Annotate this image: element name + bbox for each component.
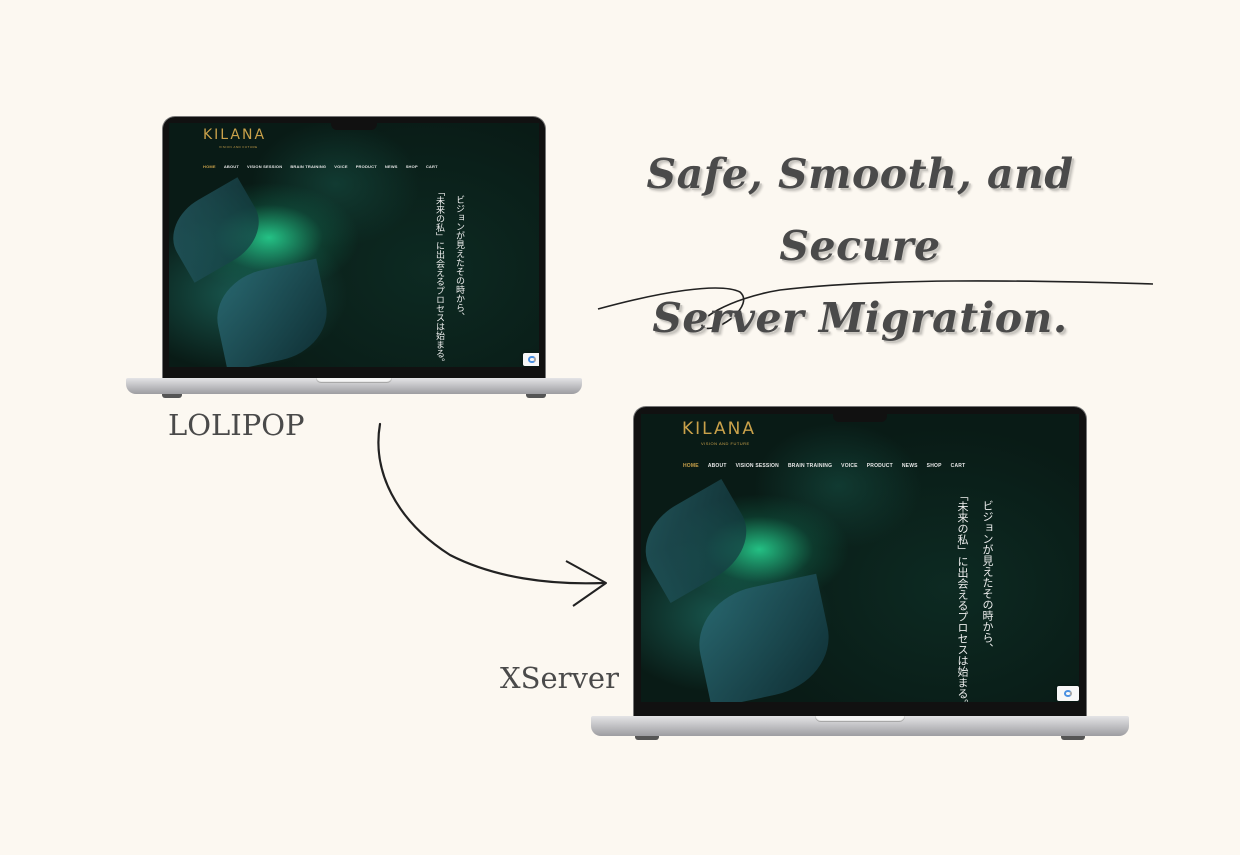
nav-home[interactable]: HOME <box>203 164 216 169</box>
laptop-base <box>591 716 1129 736</box>
camera-notch <box>833 407 887 422</box>
site-logo[interactable]: KILANA <box>682 419 756 439</box>
nav-product[interactable]: PRODUCT <box>355 164 377 169</box>
hero-vertical-text-2: 「未来の私」に出会えるプロセスは始まる。 <box>434 187 444 367</box>
nav-news[interactable]: NEWS <box>384 164 398 169</box>
website-screen: KILANA VISION AND FUTURE HOME ABOUT VISI… <box>641 414 1079 702</box>
hero-vertical-text-1: ビジョンが見えたその時から、 <box>981 500 994 654</box>
headline-line-1: Safe, Smooth, and Secure <box>646 150 1074 270</box>
site-nav: HOME ABOUT VISION SESSION BRAIN TRAINING… <box>203 164 438 169</box>
nav-about[interactable]: ABOUT <box>707 463 727 469</box>
laptop-base <box>126 378 582 394</box>
nav-voice[interactable]: VOICE <box>841 463 858 469</box>
camera-notch <box>331 117 377 130</box>
site-tagline: VISION AND FUTURE <box>219 145 258 149</box>
site-logo[interactable]: KILANA <box>203 127 267 143</box>
leaf-shape <box>208 258 336 367</box>
laptop-lolipop: KILANA VISION AND FUTURE HOME ABOUT VISI… <box>126 117 582 399</box>
nav-shop[interactable]: SHOP <box>405 164 418 169</box>
leaf-shape <box>641 478 763 604</box>
site-tagline: VISION AND FUTURE <box>701 441 750 446</box>
laptop-foot <box>1061 736 1085 740</box>
recaptcha-badge[interactable] <box>1057 686 1079 701</box>
headline: Safe, Smooth, and Secure Server Migratio… <box>560 138 1160 354</box>
nav-brain-training[interactable]: BRAIN TRAINING <box>290 164 327 169</box>
nav-shop[interactable]: SHOP <box>926 463 942 469</box>
website-screen: KILANA VISION AND FUTURE HOME ABOUT VISI… <box>169 123 539 367</box>
lolipop-label: LOLIPOP <box>168 408 305 442</box>
leaf-shape <box>688 573 840 702</box>
nav-cart[interactable]: CART <box>425 164 438 169</box>
laptop-groove <box>316 378 392 383</box>
headline-line-2: Server Migration. <box>652 294 1068 342</box>
nav-vision-session[interactable]: VISION SESSION <box>735 463 779 469</box>
leaf-shape <box>169 177 273 283</box>
nav-cart[interactable]: CART <box>950 463 966 469</box>
nav-news[interactable]: NEWS <box>901 463 918 469</box>
hero-vertical-text-2: 「未来の私」に出会えるプロセスは始まる。 <box>956 490 969 702</box>
nav-vision-session[interactable]: VISION SESSION <box>247 164 283 169</box>
nav-brain-training[interactable]: BRAIN TRAINING <box>787 463 833 469</box>
laptop-foot <box>162 394 182 398</box>
recaptcha-badge[interactable] <box>523 353 539 366</box>
hero-vertical-text-1: ビジョンが見えたその時から、 <box>454 195 464 321</box>
laptop-foot <box>635 736 659 740</box>
xserver-label: XServer <box>500 661 619 695</box>
nav-voice[interactable]: VOICE <box>334 164 348 169</box>
nav-home[interactable]: HOME <box>683 463 699 469</box>
curved-arrow <box>377 422 605 585</box>
laptop-groove <box>815 716 905 722</box>
laptop-foot <box>526 394 546 398</box>
site-nav: HOME ABOUT VISION SESSION BRAIN TRAINING… <box>683 463 965 469</box>
nav-product[interactable]: PRODUCT <box>866 463 893 469</box>
nav-about[interactable]: ABOUT <box>223 164 240 169</box>
laptop-xserver: KILANA VISION AND FUTURE HOME ABOUT VISI… <box>591 407 1129 740</box>
